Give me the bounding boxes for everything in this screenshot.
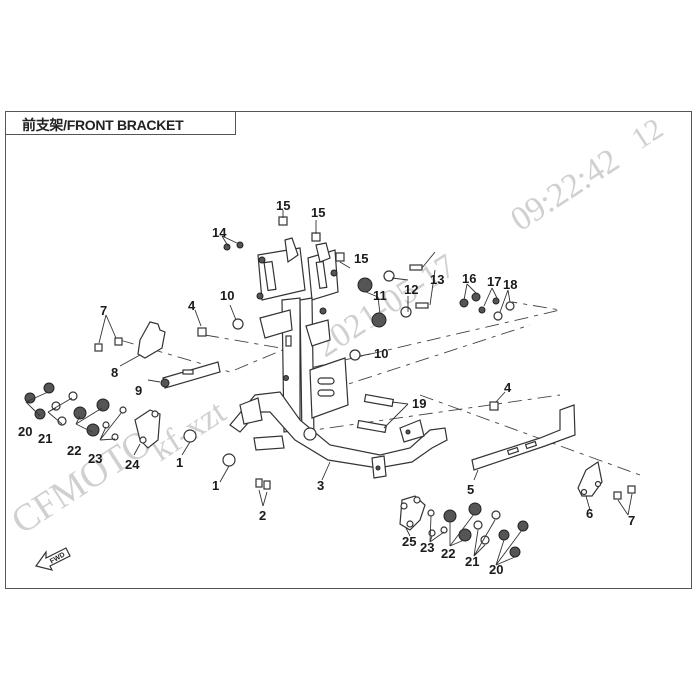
- watermark: CFMOTO kf-xzt 2021-05-17 09:22:42 12: [4, 112, 669, 543]
- page-title: 前支架/FRONT BRACKET: [22, 117, 184, 133]
- watermark-fragment: 12: [626, 112, 669, 156]
- callout-4: 4: [188, 298, 196, 313]
- callout-labels: 15 15 15 14 13 12 11 10 10 16 17 18 7 8 …: [18, 198, 635, 577]
- callout-25: 25: [402, 534, 416, 549]
- callout-16: 16: [462, 271, 476, 286]
- right-side-parts: [399, 404, 603, 531]
- hardware: [24, 216, 636, 558]
- callout-12: 12: [404, 282, 418, 297]
- callout-7: 7: [100, 303, 107, 318]
- callout-21: 21: [38, 431, 52, 446]
- callout-15: 15: [311, 205, 325, 220]
- diagram-frame: [5, 111, 692, 589]
- callout-10: 10: [220, 288, 234, 303]
- left-side-parts: [134, 321, 221, 449]
- callout-23: 23: [88, 451, 102, 466]
- callout-24: 24: [125, 457, 140, 472]
- callout-13: 13: [430, 272, 444, 287]
- callout-2: 2: [259, 508, 266, 523]
- upper-bracket-assembly: [256, 237, 349, 441]
- callout-1: 1: [176, 455, 183, 470]
- leader-lines: [25, 210, 633, 566]
- watermark-brand: CFMOTO: [4, 421, 159, 542]
- callout-7: 7: [628, 513, 635, 528]
- callout-3: 3: [317, 478, 324, 493]
- callout-23: 23: [420, 540, 434, 555]
- callout-6: 6: [586, 506, 593, 521]
- callout-9: 9: [135, 383, 142, 398]
- callout-8: 8: [111, 365, 118, 380]
- fwd-arrow-icon: FWD: [34, 547, 71, 571]
- callout-18: 18: [503, 277, 517, 292]
- callout-19: 19: [412, 396, 426, 411]
- callout-4: 4: [504, 380, 512, 395]
- callout-20: 20: [18, 424, 32, 439]
- callout-22: 22: [67, 443, 81, 458]
- callout-20: 20: [489, 562, 503, 577]
- callout-11: 11: [373, 288, 387, 303]
- callout-21: 21: [465, 554, 479, 569]
- callout-15: 15: [354, 251, 368, 266]
- watermark-time: 09:22:42: [504, 142, 626, 239]
- callout-14: 14: [212, 225, 227, 240]
- callout-5: 5: [467, 482, 474, 497]
- callout-1: 1: [212, 478, 219, 493]
- callout-10: 10: [374, 346, 388, 361]
- callout-22: 22: [441, 546, 455, 561]
- callout-17: 17: [487, 274, 501, 289]
- callout-15: 15: [276, 198, 290, 213]
- fwd-label: FWD: [49, 551, 66, 565]
- front-bracket-tube: [229, 391, 448, 479]
- title-box: 前支架/FRONT BRACKET: [5, 111, 236, 135]
